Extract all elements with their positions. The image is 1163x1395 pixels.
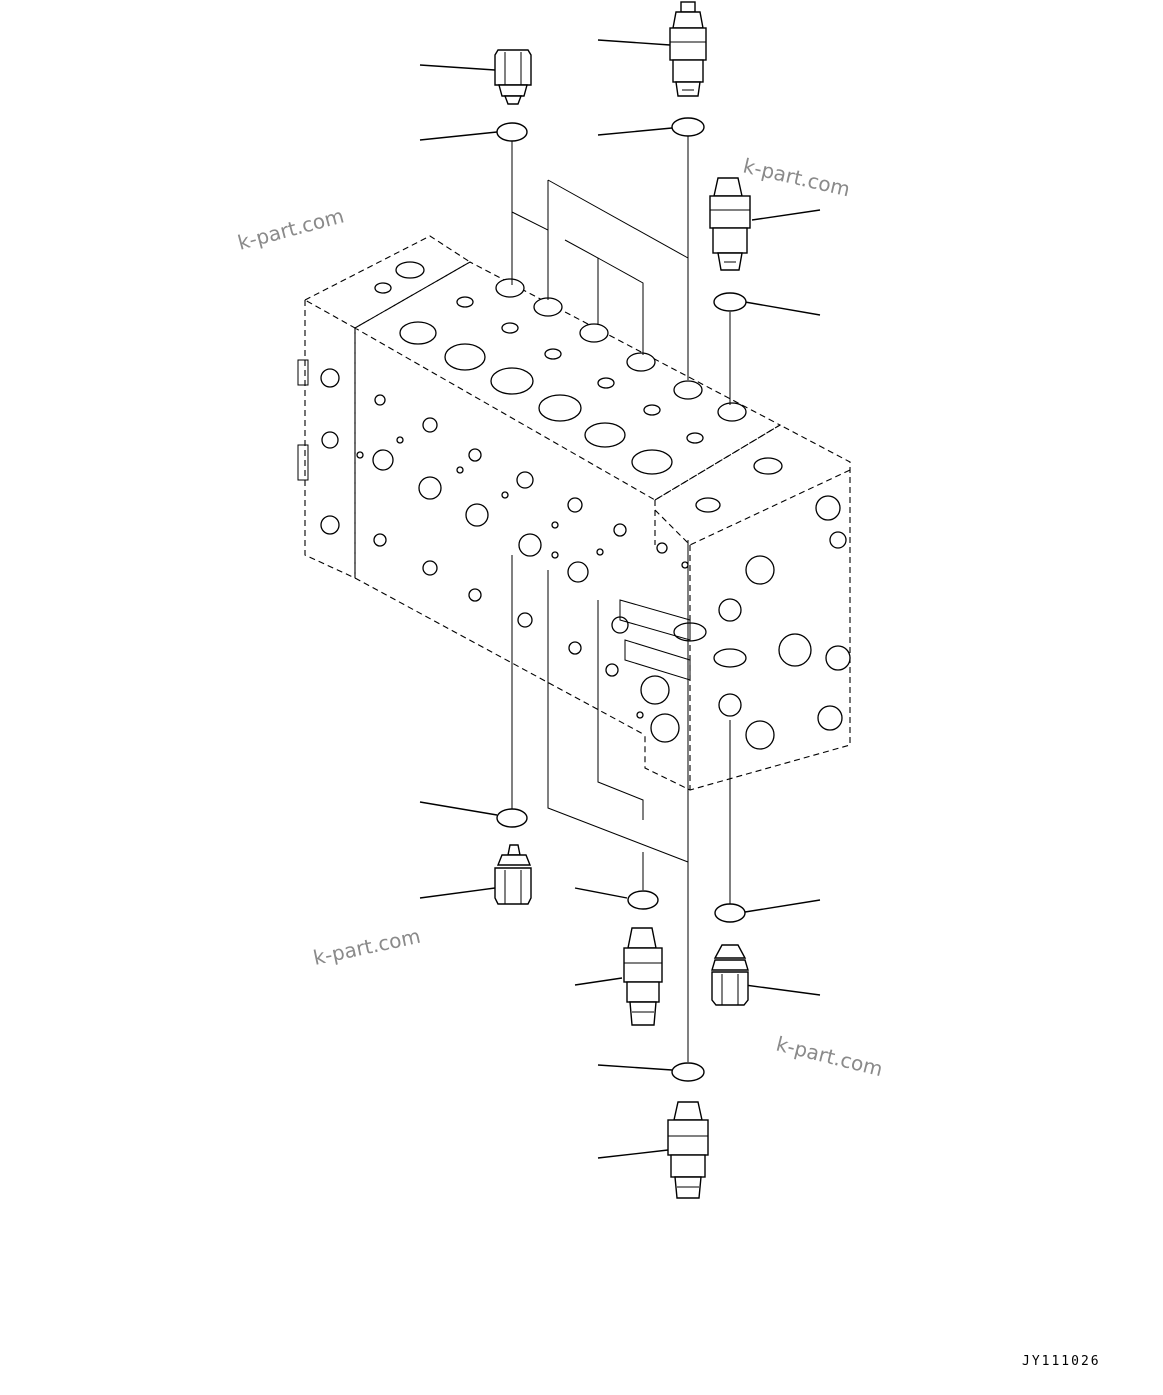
assembly-lines <box>511 133 731 1062</box>
watermark-1: k-part.com <box>235 203 346 254</box>
callout-leaders <box>419 39 821 1159</box>
watermark-4: k-part.com <box>774 1032 885 1082</box>
watermark-2: k-part.com <box>741 153 852 201</box>
watermark-3: k-part.com <box>311 924 423 970</box>
relief-valve-icon <box>623 1 751 1199</box>
drawing-code: JY111026 <box>1022 1354 1101 1369</box>
o-ring-icon <box>496 117 747 1082</box>
hex-plug-icon <box>494 49 749 1006</box>
control-valve-body <box>297 235 851 791</box>
